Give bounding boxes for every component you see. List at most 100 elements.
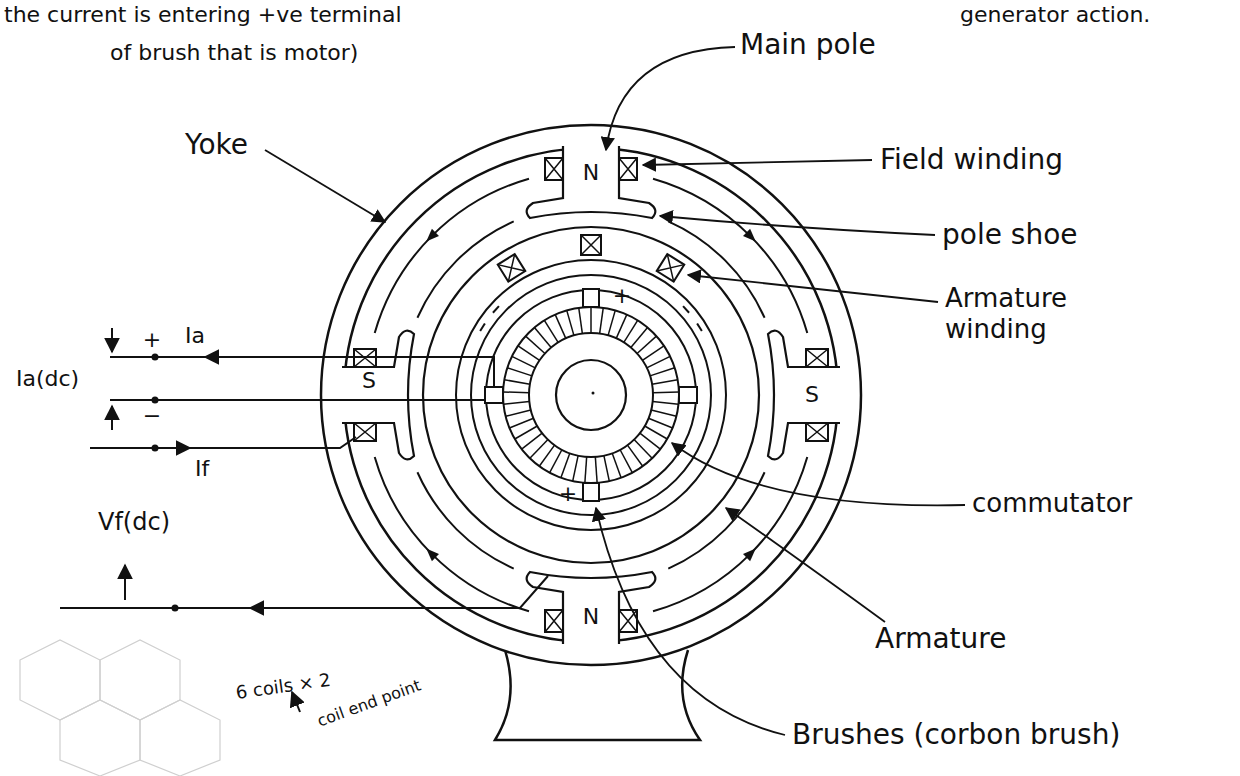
carbon-brush: [583, 483, 599, 501]
commutator-segment: [503, 401, 529, 404]
flux-paths: [375, 179, 808, 612]
leader-line: [596, 508, 785, 735]
leader-line: [688, 275, 938, 302]
flux-arrow: [426, 548, 439, 561]
commutator-segment: [608, 310, 615, 335]
pole-body: [768, 331, 840, 460]
flux-arrow: [743, 548, 756, 561]
main-pole: [768, 331, 840, 460]
current-arrow: [205, 356, 240, 358]
part-label: Brushes (corbon brush): [792, 718, 1120, 752]
commutator-segment: [522, 433, 542, 449]
armature-coil-box: [498, 254, 526, 282]
shaft: [556, 360, 626, 430]
coil-cross: [545, 610, 563, 632]
commutator-segments: [503, 307, 679, 483]
commutator-segment: [503, 391, 529, 393]
commutator-segment: [650, 368, 675, 376]
commutator-segment: [561, 453, 570, 477]
commutator-segment: [567, 310, 574, 335]
terminal-dot: [152, 354, 159, 361]
hexagon-sketch: [100, 640, 180, 720]
current-arrow: [250, 607, 300, 609]
part-label: Field winding: [880, 143, 1063, 177]
pole-polarity: N: [583, 160, 599, 186]
leader-lines: [265, 47, 965, 735]
wires: [60, 328, 548, 712]
current-arrow: [111, 328, 113, 352]
commutator-segment: [642, 346, 664, 361]
coil-cross: [806, 423, 828, 441]
brush-polarity: +: [559, 481, 577, 507]
commutator-segment: [631, 328, 648, 348]
commutator-segment: [550, 450, 562, 473]
terminal-polarity: −: [143, 403, 161, 429]
carbon-brush: [679, 387, 697, 403]
yoke-inner: [344, 148, 838, 642]
commutator-segment: [652, 380, 678, 385]
commutator-segment: [504, 380, 530, 385]
pole-polarity: S: [805, 382, 819, 408]
commutator-segment: [507, 368, 532, 376]
leader-line: [643, 160, 872, 165]
commutator-segment: [616, 315, 627, 339]
commutator-segment: [653, 391, 679, 393]
commutator-segment: [647, 356, 670, 367]
commutator-segment: [518, 346, 540, 361]
polarity-dash: [697, 323, 702, 331]
field-winding-coil: [545, 610, 563, 632]
armature-wire: [110, 399, 485, 401]
commutator-segment: [595, 457, 597, 483]
hexagon-sketch: [60, 700, 140, 776]
terminal-dot: [152, 445, 159, 452]
leader-line: [672, 443, 965, 505]
commutator-segment: [627, 445, 642, 466]
polarity-dash: [683, 306, 689, 313]
field-winding-coil: [806, 349, 828, 367]
commutator-segment: [515, 426, 538, 439]
handwritten-note: the current is entering +ve terminal: [4, 2, 402, 28]
commutator-segment: [509, 418, 533, 428]
pole-body: [527, 572, 656, 644]
part-label: Armature: [875, 622, 1006, 656]
coil-cross: [498, 254, 526, 282]
armature-coil-box: [657, 254, 685, 282]
field-winding-coil: [545, 158, 563, 180]
part-label: Main pole: [740, 28, 876, 62]
commutator-segment: [651, 410, 676, 416]
hexagon-sketch: [140, 700, 220, 776]
sketch-hexagons: [20, 640, 220, 776]
main-poles: [342, 146, 840, 644]
main-pole: [527, 146, 656, 218]
commutator-segment: [645, 426, 668, 439]
commutator-segment: [637, 336, 656, 353]
coil-cross: [354, 423, 376, 441]
armature-ring: [471, 275, 711, 515]
coil-cross: [806, 349, 828, 367]
voltage-arrow: [124, 565, 126, 600]
part-label: Armature winding: [945, 283, 1125, 345]
carbon-brush: [485, 387, 503, 403]
armature-ring: [456, 260, 726, 530]
commutator-segment: [579, 308, 583, 334]
field-wire: [60, 576, 548, 608]
commutator-segment: [612, 453, 621, 477]
handwritten-note: 6 coils × 2: [234, 669, 332, 704]
commutator-inner: [529, 333, 653, 457]
field-wire: [90, 437, 356, 448]
leader-line: [660, 216, 935, 235]
commutator-segment: [640, 433, 660, 449]
armature-coil: [581, 235, 601, 255]
signal-name: Ia(dc): [16, 366, 79, 392]
leader-line: [606, 47, 735, 150]
leader-line: [726, 508, 885, 622]
commutator-segment: [573, 456, 578, 481]
flux-arrow: [743, 229, 756, 242]
pole-polarity: S: [362, 368, 376, 394]
terminal-dot: [152, 397, 159, 404]
commutator-segment: [648, 418, 672, 428]
coil-cross: [581, 235, 601, 255]
main-pole: [527, 572, 656, 644]
coil-cross: [545, 158, 563, 180]
polarity-dash: [480, 323, 485, 331]
